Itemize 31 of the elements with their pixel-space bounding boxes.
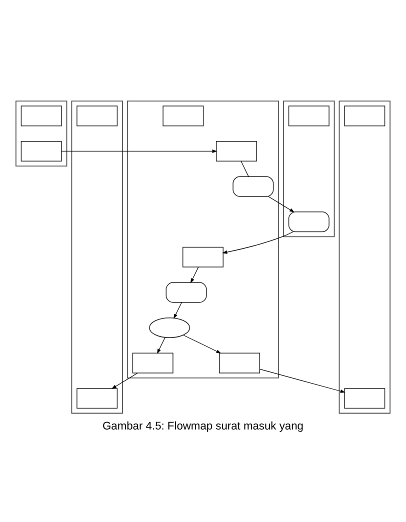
arrow bbox=[157, 337, 166, 354]
node-rounded bbox=[232, 176, 274, 197]
arrow bbox=[112, 372, 138, 389]
connector bbox=[240, 160, 249, 177]
node-ellipse bbox=[149, 317, 190, 338]
cluster bbox=[71, 100, 123, 414]
node-box bbox=[162, 106, 204, 126]
node-rounded bbox=[166, 282, 207, 303]
node-box bbox=[219, 352, 260, 374]
node-box bbox=[216, 140, 257, 162]
node-box bbox=[344, 388, 386, 409]
cluster bbox=[15, 100, 68, 167]
arrow bbox=[190, 266, 199, 284]
node-box bbox=[76, 106, 118, 126]
node-box bbox=[288, 106, 330, 126]
arrow bbox=[174, 302, 182, 319]
node-box bbox=[20, 140, 62, 162]
node-box bbox=[20, 106, 62, 126]
node-box bbox=[182, 246, 224, 268]
cluster bbox=[283, 100, 335, 238]
arrow bbox=[61, 149, 218, 153]
arrow bbox=[183, 334, 222, 354]
cluster bbox=[126, 100, 280, 378]
arrow bbox=[268, 196, 294, 212]
arrow bbox=[222, 232, 294, 254]
arrow bbox=[260, 368, 346, 393]
caption: Gambar 4.5: Flowmap surat masuk yang bbox=[102, 420, 304, 433]
node-box bbox=[132, 352, 174, 374]
node-box bbox=[344, 106, 386, 126]
node-box bbox=[76, 388, 118, 409]
node-rounded bbox=[288, 212, 330, 232]
